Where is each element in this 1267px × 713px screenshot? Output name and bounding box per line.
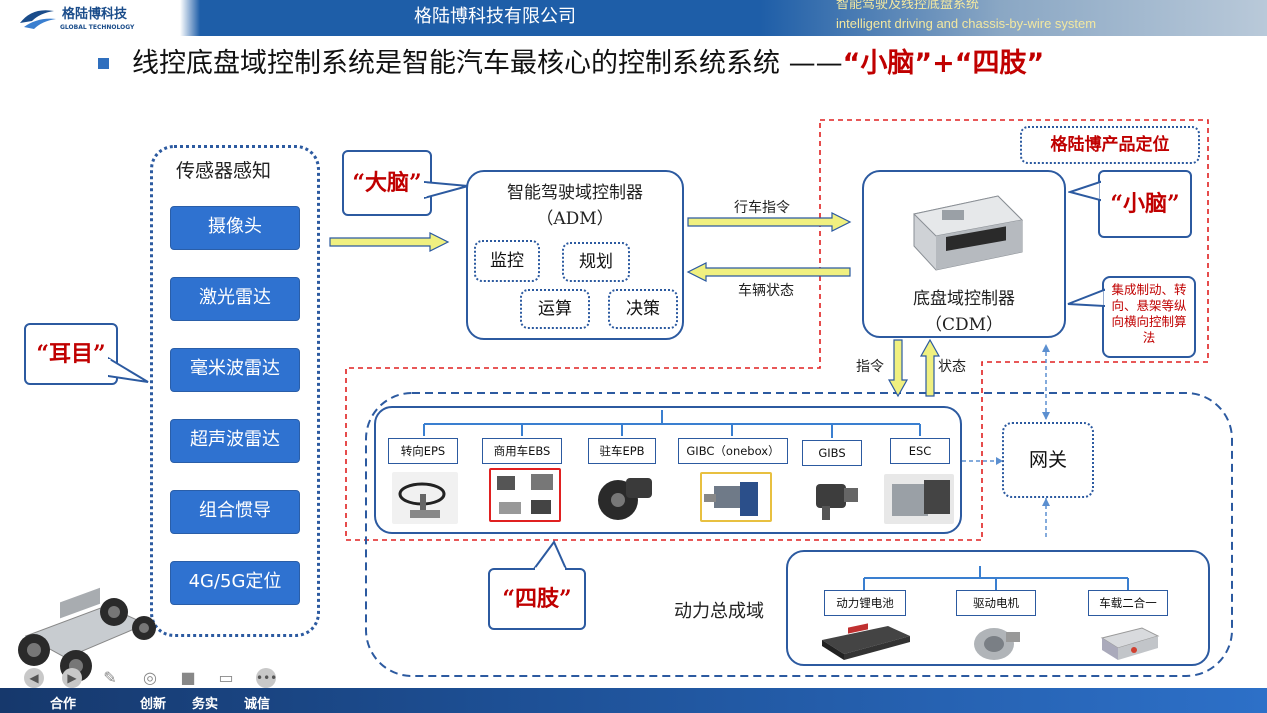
logo-subtext: GLOBAL TECHNOLOGY <box>60 24 135 31</box>
header-topic-en: intelligent driving and chassis-by-wire … <box>836 16 1097 31</box>
footer-bar <box>0 688 1267 713</box>
callout-brain: “大脑” <box>342 150 432 216</box>
battery-image <box>822 623 910 660</box>
chassis-car-image <box>18 587 156 682</box>
callout-limbs: “四肢” <box>488 568 586 630</box>
logo-text: 格陆博科技 <box>62 7 128 22</box>
focus-icon[interactable]: ◎ <box>143 668 157 687</box>
adm-abbr: （ADM） <box>536 209 614 229</box>
cdm-title: 底盘域控制器 <box>913 289 1015 309</box>
gibc-image <box>700 472 772 522</box>
module-eps: 转向EPS <box>388 438 458 464</box>
sensor-camera: 摄像头 <box>170 206 300 250</box>
adm-func-compute: 运算 <box>520 289 590 329</box>
powertrain-title: 动力总成域 <box>674 601 764 622</box>
ecu-image <box>912 195 1024 271</box>
subtitle-icon[interactable]: ▭ <box>218 668 234 687</box>
sensor-positioning: 4G/5G定位 <box>170 561 300 605</box>
footer-item-cooperation: 合作 <box>50 697 77 712</box>
company-logo-icon <box>20 10 56 29</box>
header-topic-cn: 智能驾驶及线控底盘系统 <box>836 0 980 12</box>
cdm-abbr: （CDM） <box>924 315 1004 335</box>
footer-item-integrity: 诚信 <box>244 697 271 712</box>
adm-func-decide: 决策 <box>608 289 678 329</box>
epb-image <box>592 470 656 524</box>
sensor-lidar: 激光雷达 <box>170 277 300 321</box>
callout-pointer <box>108 356 149 383</box>
module-gibs: GIBS <box>802 440 862 466</box>
callout-pointer <box>532 540 568 570</box>
chassis-modules-panel <box>374 406 962 534</box>
cdm-note: 集成制动、转向、悬架等纵向横向控制算法 <box>1102 276 1196 358</box>
pen-icon[interactable]: ✎ <box>103 668 117 687</box>
module-gibc: GIBC（onebox） <box>678 438 788 464</box>
sensor-ins: 组合惯导 <box>170 490 300 534</box>
adm-func-monitor: 监控 <box>474 240 540 282</box>
callout-cerebellum: “小脑” <box>1098 170 1192 238</box>
link-state: 状态 <box>938 359 966 375</box>
module-obc-dcdc: 车载二合一 <box>1088 590 1168 616</box>
product-positioning-label: 格陆博产品定位 <box>1020 126 1200 164</box>
adm-func-plan: 规划 <box>562 242 630 282</box>
footer-item-pragmatism: 务实 <box>192 697 219 712</box>
module-esc: ESC <box>890 438 950 464</box>
prev-slide-icon[interactable]: ◀ <box>24 668 44 688</box>
slide-title: 线控底盘域控制系统是智能汽车最核心的控制系统系统 ——“小脑”+“四肢” <box>132 45 1044 83</box>
next-slide-icon[interactable]: ▶ <box>62 668 82 688</box>
gibs-image <box>806 472 862 524</box>
sensor-panel <box>150 145 320 637</box>
title-highlight: “小脑”+“四肢” <box>842 48 1045 79</box>
link-vehicle-state: 车辆状态 <box>738 283 794 299</box>
module-epb: 驻车EPB <box>588 438 656 464</box>
powertrain-panel <box>786 550 1210 666</box>
module-motor: 驱动电机 <box>956 590 1036 616</box>
steering-image <box>392 472 458 524</box>
company-name: 格陆博科技有限公司 <box>414 6 576 27</box>
title-main: 线控底盘域控制系统是智能汽车最核心的控制系统系统 —— <box>132 48 843 79</box>
header-bar <box>0 0 1267 36</box>
sensor-ultrasonic-radar: 超声波雷达 <box>170 419 300 463</box>
obc-image <box>1100 627 1160 660</box>
callout-pointer <box>424 180 469 200</box>
more-icon[interactable]: ••• <box>256 668 277 688</box>
callout-ears-eyes: “耳目” <box>24 323 118 385</box>
module-ebs: 商用车EBS <box>482 438 562 464</box>
sensor-mmwave-radar: 毫米波雷达 <box>170 348 300 392</box>
esc-image <box>884 474 954 524</box>
gateway-box: 网关 <box>1002 422 1094 498</box>
camera-icon[interactable]: ■ <box>180 668 196 687</box>
motor-image <box>974 628 1020 660</box>
module-battery: 动力锂电池 <box>824 590 906 616</box>
footer-item-innovation: 创新 <box>140 697 167 712</box>
callout-pointer <box>1067 288 1106 308</box>
title-bullet <box>98 58 109 69</box>
link-command: 指令 <box>856 359 884 375</box>
ebs-image <box>489 468 561 522</box>
adm-title: 智能驾驶域控制器 <box>507 183 643 203</box>
callout-pointer <box>1068 180 1102 202</box>
link-drive-command: 行车指令 <box>734 200 790 216</box>
sensor-panel-title: 传感器感知 <box>176 160 272 182</box>
